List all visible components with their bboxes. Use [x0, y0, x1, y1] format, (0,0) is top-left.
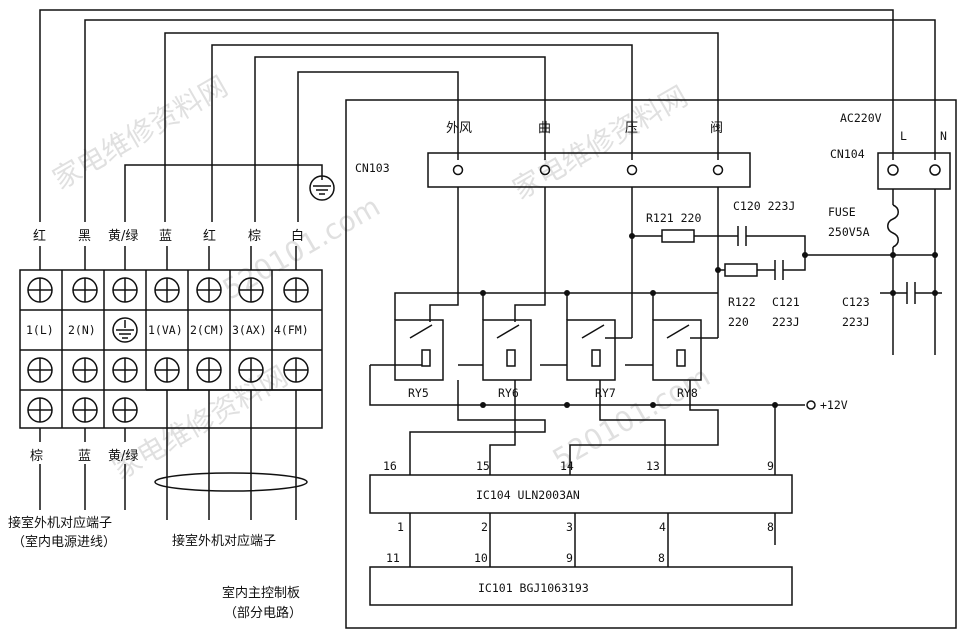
- cn103-pin-label: 压: [625, 121, 638, 136]
- ic-interconnect: [409, 513, 776, 567]
- ic104-pin: 2: [481, 520, 488, 534]
- relay-bus: [394, 187, 718, 339]
- terminal-screws-row4: [27, 397, 138, 423]
- board-label: 室内主控制板: [222, 585, 300, 601]
- ic101-chip: [369, 566, 793, 606]
- ic104-pin: 8: [767, 520, 774, 534]
- ic104-pin: 13: [646, 459, 660, 473]
- terminal-label: 3(AX): [232, 323, 267, 337]
- wire-color-bottom-label: 蓝: [78, 449, 91, 464]
- terminal-bottom-leads: [39, 390, 308, 520]
- caption-outdoor-terminals: 接室外机对应端子: [172, 533, 276, 549]
- terminal-top-leads: [39, 246, 297, 270]
- wire-color-bottom-label: 棕: [30, 449, 43, 464]
- cn104-pin-l-label: L: [900, 129, 907, 143]
- terminal-label: 2(CM): [190, 323, 225, 337]
- watermark-layer: 家电维修资料网 家电维修资料网 520101.com 520101.com 家电…: [47, 69, 716, 486]
- relay-ry7: RY7: [566, 319, 616, 400]
- terminal-block: [19, 269, 323, 429]
- ic104-pin: 15: [476, 459, 490, 473]
- wire-color-bottom-label: 黄/绿: [108, 449, 138, 464]
- board-sublabel: （部分电路）: [224, 605, 302, 621]
- ic101-pin: 10: [474, 551, 488, 565]
- cn104-pin-l: [887, 164, 899, 176]
- cn104-label: CN104: [830, 147, 865, 161]
- ic104-label: IC104 ULN2003AN: [476, 488, 580, 502]
- r121-resistor: [661, 229, 695, 243]
- fuse-icon: [887, 204, 899, 248]
- wire-color-label: 红: [203, 228, 216, 244]
- ic104-pin: 1: [397, 520, 404, 534]
- ic101-pin: 11: [386, 551, 400, 565]
- c121-label: C121: [772, 295, 800, 309]
- relay-label: RY5: [408, 386, 429, 400]
- terminal-label: 1(L): [26, 323, 54, 337]
- wire-color-label: 红: [33, 228, 46, 244]
- terminal-screws-row3: [27, 357, 309, 383]
- c121-value: 223J: [772, 315, 800, 329]
- wire-color-label: 棕: [248, 229, 261, 244]
- cn104-connector: [877, 152, 951, 190]
- r122-resistor: [724, 263, 758, 277]
- relay-label: RY7: [595, 386, 616, 400]
- coil-wiring: [369, 364, 816, 475]
- fuse-label: FUSE: [828, 205, 856, 219]
- terminal-screws-row1: [27, 277, 309, 303]
- cn103-pin-label: 阀: [710, 121, 723, 136]
- relay-ry5: RY5: [394, 319, 444, 400]
- caption-indoor-power: 接室外机对应端子: [8, 515, 112, 531]
- terminal-label: 4(FM): [274, 323, 309, 337]
- relay-ry8: RY8: [652, 319, 702, 400]
- wire-color-label: 白: [291, 228, 304, 244]
- c123-label: C123: [842, 295, 870, 309]
- cn103-connector: [427, 152, 751, 188]
- relay-ry6: RY6: [482, 319, 532, 400]
- cn104-pin-n-label: N: [940, 129, 947, 143]
- cn104-power-label: AC220V: [840, 111, 882, 125]
- fuse-rating: 250V5A: [828, 225, 870, 239]
- incoming-wires: [39, 9, 936, 222]
- ic104-pin: 16: [383, 459, 397, 473]
- ic104-pin: 4: [659, 520, 666, 534]
- cn103-pins: [452, 164, 724, 176]
- watermark-3: 520101.com: [217, 190, 386, 306]
- terminal-label: 2(N): [68, 323, 96, 337]
- wire-color-label: 黑: [78, 229, 91, 244]
- ic104-pin: 14: [560, 459, 574, 473]
- cn104-pin-n: [929, 164, 941, 176]
- r122-label: R122: [728, 295, 756, 309]
- r122-value: 220: [728, 315, 749, 329]
- ground-icon: [309, 175, 335, 201]
- cn103-pin-label: 外风: [446, 121, 472, 136]
- ic101-pin: 9: [566, 551, 573, 565]
- supply-voltage-label: +12V: [820, 398, 848, 412]
- cn103-pin-label: 曲: [538, 121, 551, 136]
- ic104-chip: [369, 474, 793, 514]
- c123-value: 223J: [842, 315, 870, 329]
- cn103-label: CN103: [355, 161, 390, 175]
- ic101-pin: 8: [658, 551, 665, 565]
- caption-indoor-power-sub: （室内电源进线）: [12, 534, 116, 550]
- r121-label: R121 220: [646, 211, 701, 225]
- main-board-outline: [345, 99, 957, 629]
- relay-label: RY8: [677, 386, 698, 400]
- wire-color-label: 蓝: [159, 229, 172, 244]
- terminal-label: 1(VA): [148, 323, 183, 337]
- watermark-1: 家电维修资料网: [47, 69, 233, 196]
- ic104-pin: 3: [566, 520, 573, 534]
- ic104-pin: 9: [767, 459, 774, 473]
- relay-label: RY6: [498, 386, 519, 400]
- earth-terminal-icon: [112, 317, 138, 343]
- wire-color-label: 黄/绿: [108, 229, 138, 244]
- ic101-label: IC101 BGJ1063193: [478, 581, 589, 595]
- c120-label: C120 223J: [733, 199, 795, 213]
